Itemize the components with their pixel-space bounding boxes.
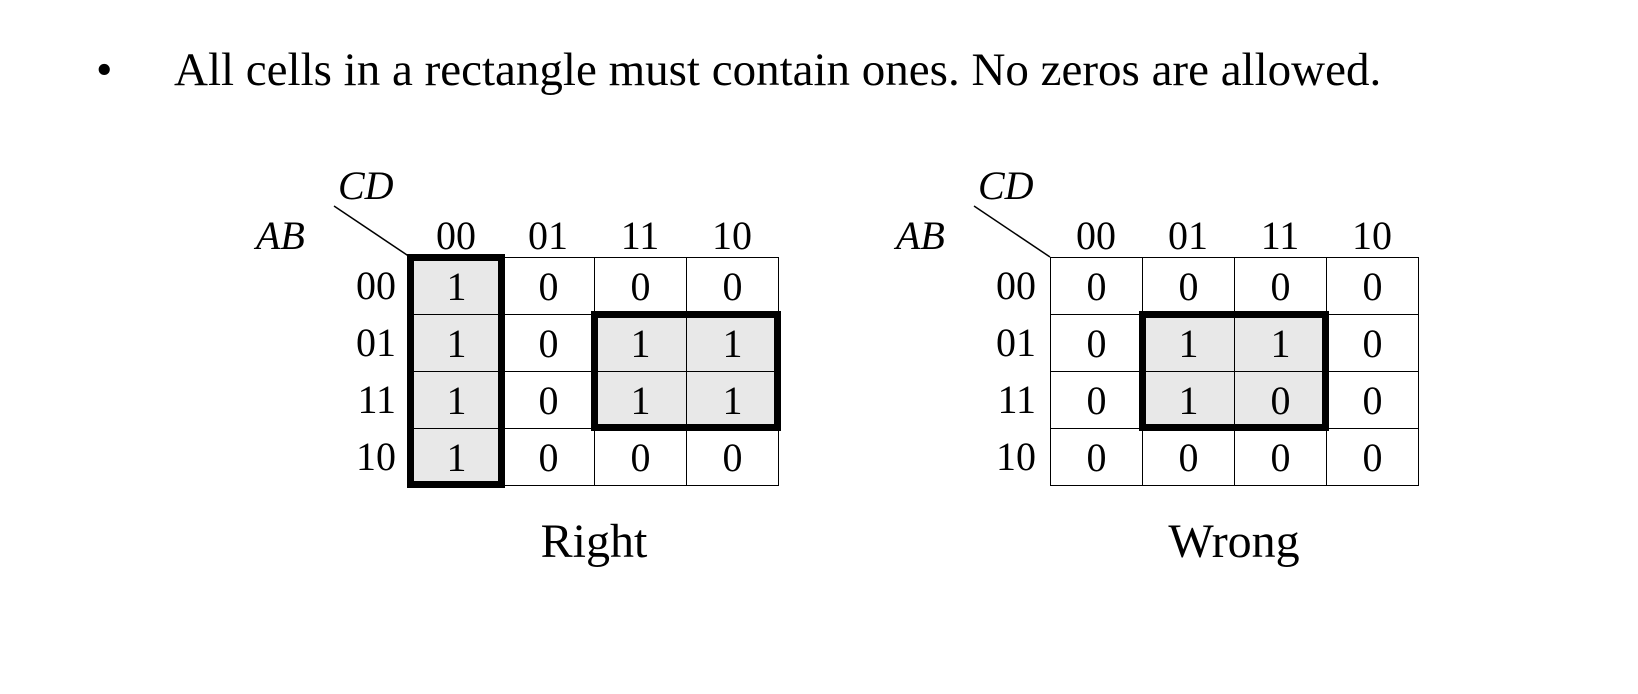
column-label: 00 xyxy=(1076,213,1116,258)
kmap-cell: 1 xyxy=(1142,314,1235,372)
kmap-cell: 1 xyxy=(410,428,503,486)
corner-diagonal-line xyxy=(973,205,1051,258)
kmap-cell: 1 xyxy=(410,257,503,315)
row-label: 10 xyxy=(996,433,1036,479)
kmap-cell: 0 xyxy=(502,428,595,486)
kmap-cell: 1 xyxy=(1234,314,1327,372)
map-caption: Wrong xyxy=(1168,515,1300,568)
row-variable-label: AB xyxy=(256,213,305,258)
kmap-cell: 0 xyxy=(1326,257,1419,315)
row-label: 01 xyxy=(996,319,1036,365)
kmap-cell: 1 xyxy=(410,371,503,429)
column-label: 00 xyxy=(436,213,476,258)
column-label: 01 xyxy=(528,213,568,258)
kmap-cell: 1 xyxy=(1142,371,1235,429)
column-label: 11 xyxy=(620,213,660,258)
kmap-cell: 0 xyxy=(1050,428,1143,486)
row-label: 00 xyxy=(996,262,1036,308)
kmap-cell: 0 xyxy=(1234,371,1327,429)
kmap-cell: 0 xyxy=(502,257,595,315)
bullet-dot: • xyxy=(96,44,113,96)
kmap-cell: 0 xyxy=(502,371,595,429)
kmap-cell: 0 xyxy=(1142,257,1235,315)
kmap-cell: 0 xyxy=(1142,428,1235,486)
kmap-cell: 0 xyxy=(1050,257,1143,315)
kmap-cell: 0 xyxy=(1234,257,1327,315)
row-label: 10 xyxy=(356,433,396,479)
kmap-cell: 0 xyxy=(594,428,687,486)
kmap-cell: 1 xyxy=(686,314,779,372)
column-label: 01 xyxy=(1168,213,1208,258)
row-label: 11 xyxy=(997,376,1036,422)
row-label: 01 xyxy=(356,319,396,365)
kmap-cell: 1 xyxy=(410,314,503,372)
row-label: 00 xyxy=(356,262,396,308)
kmap-cell: 0 xyxy=(1050,314,1143,372)
kmap-cell: 0 xyxy=(1326,428,1419,486)
corner-diagonal-line xyxy=(333,205,411,258)
row-variable-label: AB xyxy=(896,213,945,258)
kmap-cell: 1 xyxy=(686,371,779,429)
kmap-cell: 0 xyxy=(1234,428,1327,486)
kmap-cell: 0 xyxy=(686,428,779,486)
kmap-cell: 0 xyxy=(1050,371,1143,429)
col-variable-label: CD xyxy=(978,163,1034,208)
column-label: 10 xyxy=(1352,213,1392,258)
column-label: 10 xyxy=(712,213,752,258)
row-label: 11 xyxy=(357,376,396,422)
kmap-cell: 0 xyxy=(502,314,595,372)
kmap-cell: 0 xyxy=(594,257,687,315)
bullet-text: All cells in a rectangle must contain on… xyxy=(174,44,1382,96)
column-label: 11 xyxy=(1260,213,1300,258)
col-variable-label: CD xyxy=(338,163,394,208)
kmap-cell: 0 xyxy=(686,257,779,315)
kmap-cell: 0 xyxy=(1326,314,1419,372)
kmap-cell: 1 xyxy=(594,371,687,429)
map-caption: Right xyxy=(540,515,648,568)
kmap-cell: 1 xyxy=(594,314,687,372)
kmap-cell: 0 xyxy=(1326,371,1419,429)
